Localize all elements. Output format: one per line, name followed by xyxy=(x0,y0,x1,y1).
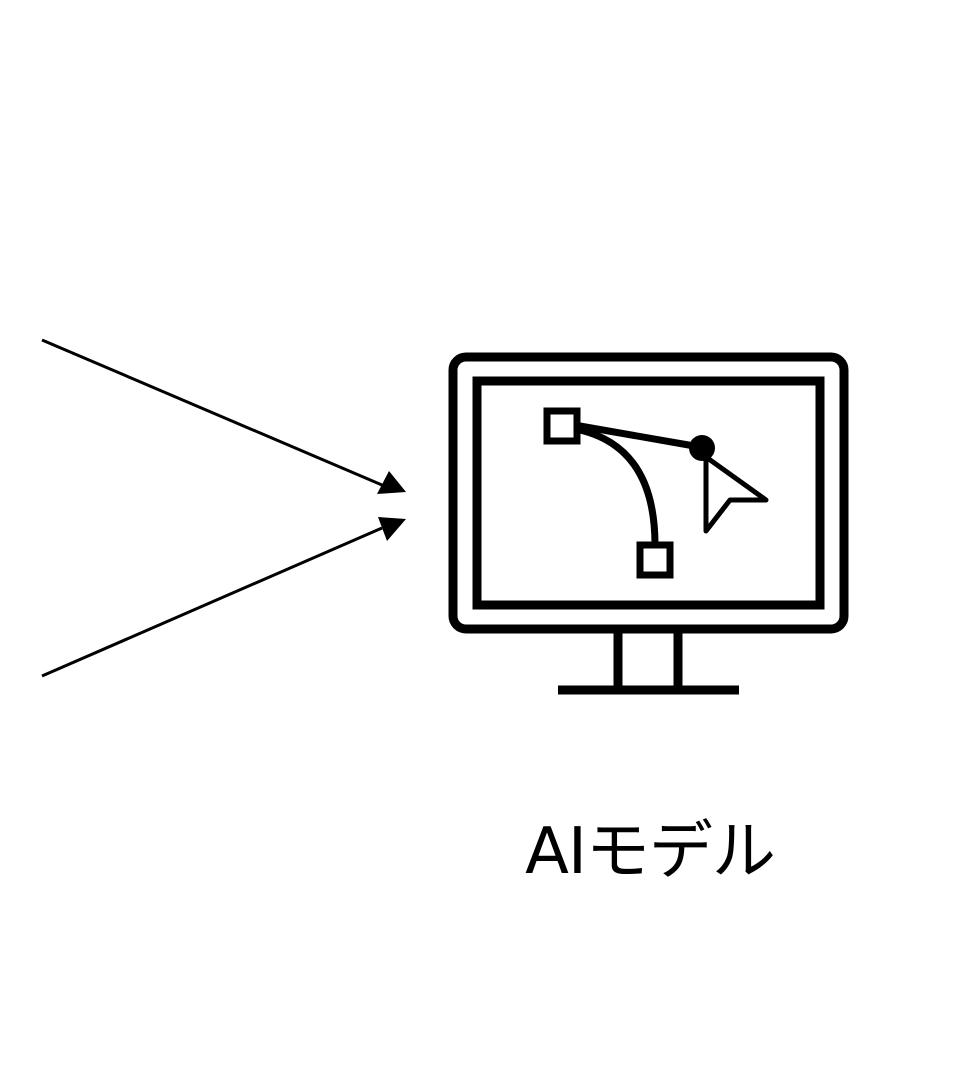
bezier-control-point xyxy=(689,435,715,461)
lower-arrowhead xyxy=(378,517,406,541)
bezier-curve-icon xyxy=(543,407,715,579)
bezier-control-handle xyxy=(579,422,701,451)
bezier-anchor-top xyxy=(543,407,581,445)
monitor-screen xyxy=(472,376,825,610)
lower-input-arrow xyxy=(41,517,406,678)
upper-arrow-shaft xyxy=(41,338,383,487)
upper-input-arrow xyxy=(41,338,406,494)
upper-arrowhead xyxy=(377,471,406,494)
monitor-bezel xyxy=(448,352,849,634)
input-arrows xyxy=(41,338,406,678)
lower-arrow-shaft xyxy=(41,526,383,678)
ai-model-caption: AIモデル xyxy=(525,815,776,889)
bezier-curve-path xyxy=(579,426,659,546)
monitor-icon xyxy=(448,352,849,695)
pointer-cursor-icon xyxy=(703,454,769,534)
bezier-anchor-bottom xyxy=(636,541,674,579)
